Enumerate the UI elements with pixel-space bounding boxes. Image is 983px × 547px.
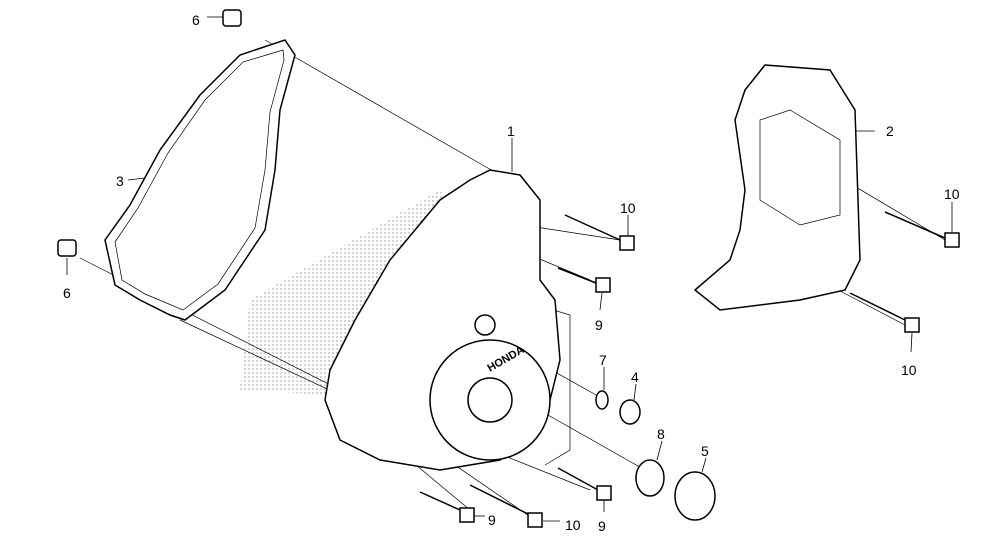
callout-1: 1 [507, 123, 515, 139]
o-ring-small [595, 390, 609, 410]
callout-3: 3 [116, 173, 124, 189]
callouts: 6 3 6 1 10 9 7 4 8 5 9 10 9 2 10 10 [63, 12, 960, 534]
callout-8: 8 [657, 426, 665, 442]
bolt [849, 292, 920, 333]
callout-4: 4 [631, 369, 639, 385]
gasket [104, 39, 296, 321]
callout-7: 7 [599, 352, 607, 368]
bolt [557, 267, 611, 293]
callout-10: 10 [565, 517, 581, 533]
sprocket-cover [693, 64, 861, 311]
bolt [419, 491, 475, 523]
callout-10: 10 [901, 362, 917, 378]
callout-2: 2 [886, 123, 894, 139]
o-ring-large [635, 459, 665, 497]
callout-9: 9 [598, 518, 606, 534]
leader-lines [66, 16, 953, 522]
timing-plug [619, 399, 641, 425]
callout-10: 10 [620, 200, 636, 216]
bolt [564, 214, 635, 251]
bolt [557, 467, 612, 501]
callout-5: 5 [701, 443, 709, 459]
dowel-pin [57, 239, 77, 257]
timing-hole [467, 377, 513, 423]
crank-hole-cap [674, 471, 716, 521]
crank-hole [474, 314, 496, 336]
callout-6: 6 [192, 12, 200, 28]
bolt [884, 211, 960, 248]
callout-10: 10 [944, 186, 960, 202]
callout-6: 6 [63, 285, 71, 301]
dowel-pin [222, 9, 242, 27]
callout-9: 9 [595, 317, 603, 333]
callout-9: 9 [488, 512, 496, 528]
bolt [469, 484, 543, 528]
